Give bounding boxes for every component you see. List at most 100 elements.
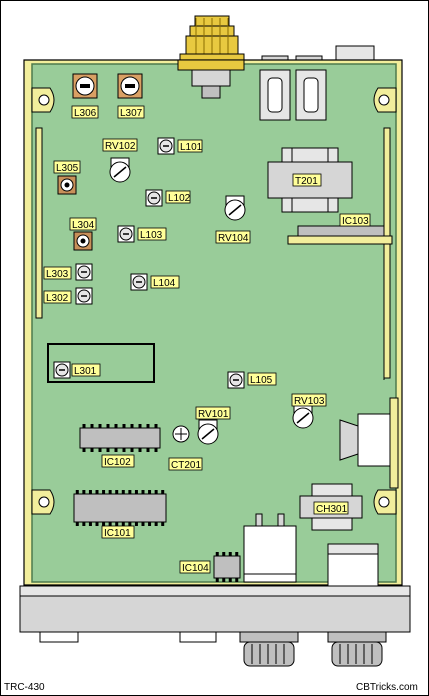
ic-pin bbox=[146, 424, 150, 428]
ic-pin bbox=[95, 522, 99, 526]
ic-pin bbox=[90, 448, 94, 452]
ic-pin bbox=[154, 424, 158, 428]
label-text-ic103: IC103 bbox=[342, 216, 369, 227]
label-text-ic102: IC102 bbox=[104, 457, 131, 468]
ic102-chip bbox=[79, 424, 161, 452]
ic-pin bbox=[138, 448, 142, 452]
ic-pin bbox=[138, 424, 142, 428]
label-text-rv102: RV102 bbox=[105, 141, 136, 152]
pot-rv103 bbox=[292, 403, 314, 429]
trimmer-ct201 bbox=[172, 425, 190, 443]
ic102-pins bbox=[82, 424, 158, 452]
ic-pin bbox=[154, 522, 158, 526]
label-l305: L305 bbox=[53, 160, 81, 174]
label-rv102: RV102 bbox=[102, 138, 138, 152]
coil-l302 bbox=[75, 287, 93, 305]
ic-pin bbox=[228, 552, 232, 556]
l301-box bbox=[47, 343, 155, 383]
label-text-ch301: CH301 bbox=[316, 504, 348, 515]
label-t201: T201 bbox=[292, 173, 322, 187]
label-l302: L302 bbox=[43, 290, 72, 304]
label-text-l304: L304 bbox=[72, 220, 95, 231]
ic-pin bbox=[88, 490, 92, 494]
label-text-ic101: IC101 bbox=[104, 528, 131, 539]
label-text-rv101: RV101 bbox=[198, 409, 229, 420]
mounting-tabs bbox=[31, 87, 397, 515]
ic-pin bbox=[102, 522, 106, 526]
label-l103: L103 bbox=[137, 227, 167, 241]
ic-pin bbox=[102, 490, 106, 494]
ic101-chip bbox=[73, 490, 167, 526]
ic-pin bbox=[106, 424, 110, 428]
credit-label: CBTricks.com bbox=[356, 682, 418, 693]
label-l102: L102 bbox=[165, 190, 191, 204]
label-text-l303: L303 bbox=[46, 269, 69, 280]
ic-pin bbox=[148, 522, 152, 526]
ic104-chip bbox=[213, 552, 241, 582]
label-text-l307: L307 bbox=[120, 108, 143, 119]
label-l303: L303 bbox=[43, 266, 72, 280]
pot-rv102 bbox=[109, 157, 131, 183]
label-ct201: CT201 bbox=[168, 457, 203, 471]
ic-pin bbox=[114, 424, 118, 428]
label-text-l102: L102 bbox=[168, 193, 191, 204]
antenna-connector bbox=[179, 15, 245, 63]
label-text-ct201: CT201 bbox=[171, 460, 201, 471]
front-knob-left bbox=[239, 631, 299, 667]
top-right-relays bbox=[259, 69, 327, 121]
ic-pin bbox=[128, 490, 132, 494]
coil-l103 bbox=[117, 225, 135, 243]
ic-pin bbox=[121, 522, 125, 526]
ic-pin bbox=[228, 578, 232, 582]
ic-pin bbox=[82, 522, 86, 526]
ic-pin bbox=[115, 490, 119, 494]
ic-pin bbox=[128, 522, 132, 526]
ic-pin bbox=[108, 490, 112, 494]
ic-pin bbox=[154, 448, 158, 452]
label-text-t201: T201 bbox=[295, 176, 318, 187]
label-ic102: IC102 bbox=[101, 454, 135, 468]
label-rv104: RV104 bbox=[215, 230, 251, 244]
ic-pin bbox=[82, 424, 86, 428]
coil-l104 bbox=[130, 273, 148, 291]
coil-l304 bbox=[73, 231, 93, 251]
front-panel bbox=[19, 585, 411, 643]
ic-pin bbox=[95, 490, 99, 494]
ic-pin bbox=[114, 448, 118, 452]
ic-pin bbox=[108, 522, 112, 526]
ic-pin bbox=[75, 522, 79, 526]
ic-pin bbox=[98, 424, 102, 428]
ic-pin bbox=[222, 578, 226, 582]
ic-pin bbox=[82, 448, 86, 452]
coil-l105 bbox=[227, 371, 245, 389]
ic-pin bbox=[215, 552, 219, 556]
coil-l306 bbox=[72, 73, 98, 99]
pot-rv104 bbox=[224, 195, 246, 221]
ic101-pins bbox=[75, 490, 165, 526]
label-text-rv103: RV103 bbox=[294, 396, 325, 407]
label-text-l105: L105 bbox=[250, 375, 273, 386]
bottom-block-top bbox=[327, 543, 379, 555]
label-text-l104: L104 bbox=[153, 278, 176, 289]
pot-rv101 bbox=[197, 419, 219, 445]
transformer-t201 bbox=[267, 147, 353, 213]
ic-pin bbox=[235, 578, 239, 582]
ic-pin bbox=[146, 448, 150, 452]
ic-pin bbox=[161, 490, 165, 494]
ic-pin bbox=[134, 522, 138, 526]
label-rv103: RV103 bbox=[291, 393, 327, 407]
ic-pin bbox=[88, 522, 92, 526]
label-l104: L104 bbox=[150, 275, 180, 289]
ic-pin bbox=[115, 522, 119, 526]
label-l306: L306 bbox=[71, 105, 99, 119]
ic-pin bbox=[148, 490, 152, 494]
coil-l307 bbox=[117, 73, 143, 99]
board-antenna-mount bbox=[177, 59, 245, 99]
label-ic104: IC104 bbox=[179, 560, 211, 574]
label-ic101: IC101 bbox=[101, 525, 135, 539]
ic-pin bbox=[154, 490, 158, 494]
power-transistor bbox=[243, 513, 297, 583]
label-text-l302: L302 bbox=[46, 293, 69, 304]
label-text-l305: L305 bbox=[56, 163, 79, 174]
